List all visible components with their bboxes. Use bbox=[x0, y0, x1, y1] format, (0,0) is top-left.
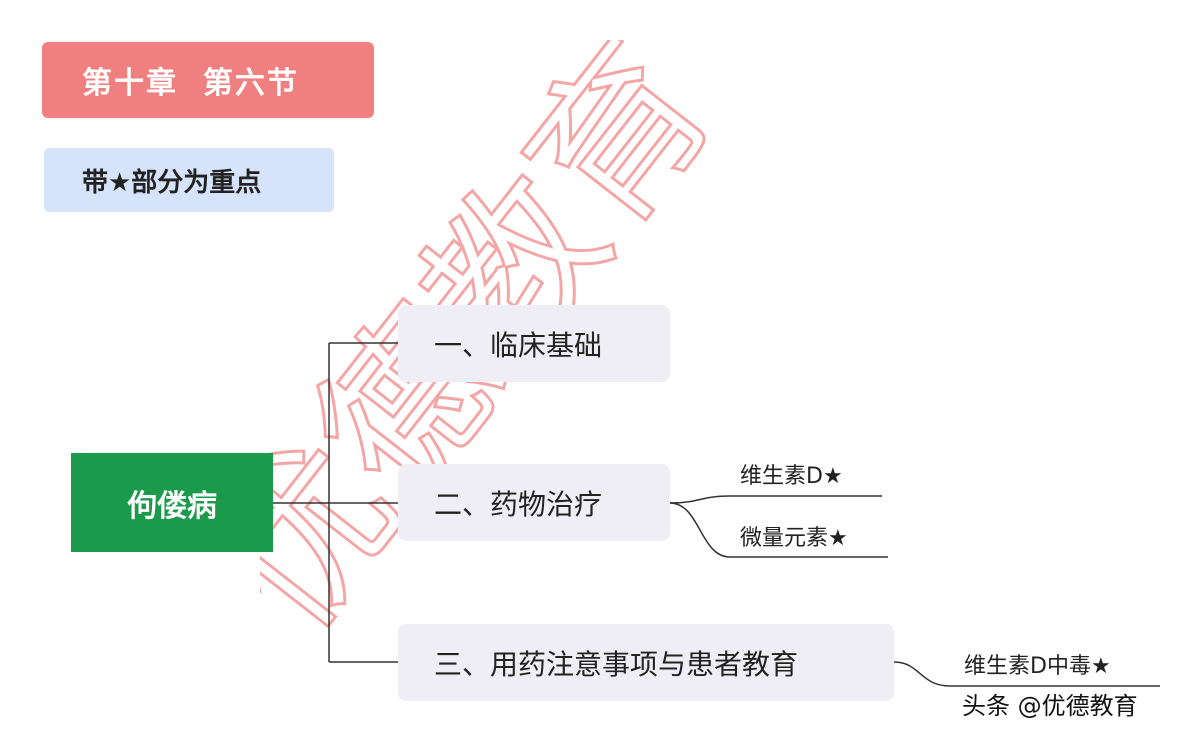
branch-node-label: 一、临床基础 bbox=[434, 328, 603, 362]
source-credit: 头条 @优德教育 bbox=[962, 686, 1138, 721]
chapter-title: 第十章 第六节 bbox=[42, 42, 374, 118]
key-points-note: 带★部分为重点 bbox=[44, 148, 334, 212]
connector-leaf3 bbox=[893, 661, 1160, 687]
key-points-note-text: 带★部分为重点 bbox=[82, 167, 262, 198]
leaf-node-vitamin-d[interactable]: 维生素D★ bbox=[740, 458, 843, 490]
connector-leaf1 bbox=[669, 495, 882, 504]
root-node[interactable]: 佝偻病 bbox=[71, 453, 273, 552]
leaf-node-label: 维生素D中毒★ bbox=[964, 654, 1111, 679]
branch-node-label: 三、用药注意事项与患者教育 bbox=[434, 647, 799, 681]
chapter-title-text: 第十章 第六节 bbox=[82, 66, 299, 101]
branch-node-medication-notes[interactable]: 三、用药注意事项与患者教育 bbox=[398, 624, 894, 701]
connector-leaf2 bbox=[669, 502, 888, 558]
root-node-label: 佝偻病 bbox=[127, 488, 217, 524]
source-credit-text: 头条 @优德教育 bbox=[962, 692, 1138, 720]
leaf-node-label: 微量元素★ bbox=[740, 526, 848, 551]
leaf-node-trace-elements[interactable]: 微量元素★ bbox=[740, 520, 848, 552]
branch-node-label: 二、药物治疗 bbox=[434, 487, 603, 521]
leaf-node-vitamin-d-poisoning[interactable]: 维生素D中毒★ bbox=[964, 648, 1111, 680]
branch-node-clinical-basis[interactable]: 一、临床基础 bbox=[398, 305, 670, 382]
branch-node-drug-therapy[interactable]: 二、药物治疗 bbox=[398, 464, 670, 541]
leaf-node-label: 维生素D★ bbox=[740, 464, 843, 489]
